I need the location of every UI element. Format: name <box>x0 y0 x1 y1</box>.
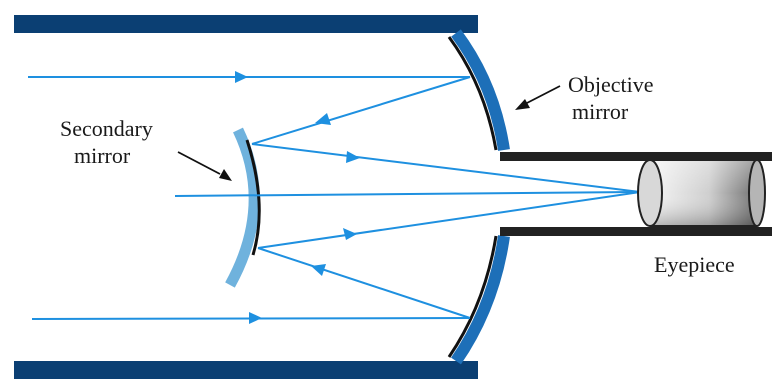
secondary-mirror-label-line2: mirror <box>74 143 131 168</box>
arrowhead-to-focus-top <box>346 151 360 163</box>
ray-incoming-middle <box>174 191 641 197</box>
objective-mirror-label-line2: mirror <box>572 99 629 124</box>
eyepiece-shading <box>650 160 757 226</box>
secondary-mirror-label-line1: Secondary <box>60 116 153 141</box>
ray-to-focus-top <box>251 143 641 193</box>
ray-reflected-top <box>251 76 471 145</box>
objective-mirror-pointer <box>524 85 561 105</box>
eyepiece-tube-top-rail <box>500 152 772 161</box>
secondary-mirror-pointer-head <box>219 169 232 181</box>
objective-mirror <box>447 29 510 365</box>
arrowhead-reflected-bottom <box>311 264 326 276</box>
objective-mirror-upper-blue <box>451 29 510 151</box>
arrowhead-to-focus-bottom <box>343 228 357 240</box>
ray-arrowheads <box>235 71 360 324</box>
secondary-mirror-pointer <box>177 151 221 175</box>
eyepiece-near-lens <box>637 159 663 227</box>
arrowhead-incoming-top <box>235 71 248 83</box>
secondary-mirror <box>225 127 261 288</box>
ray-to-focus-bottom <box>257 191 641 249</box>
light-rays <box>28 76 641 320</box>
eyepiece <box>637 159 766 227</box>
eyepiece-label: Eyepiece <box>654 252 735 277</box>
tube-top-wall <box>14 15 478 33</box>
secondary-mirror-body <box>225 127 260 288</box>
objective-mirror-lower-blue <box>451 235 510 365</box>
tube-bottom-wall <box>14 361 478 379</box>
label-pointers <box>177 85 561 181</box>
objective-mirror-pointer-head <box>515 99 530 110</box>
arrowhead-reflected-top <box>315 113 331 125</box>
arrowhead-incoming-bottom <box>249 312 262 324</box>
eyepiece-tube-bottom-rail <box>500 227 772 236</box>
objective-mirror-label-line1: Objective <box>568 72 654 97</box>
ray-reflected-bottom <box>257 247 471 319</box>
objective-mirror-upper-edge <box>447 36 498 151</box>
secondary-mirror-edge <box>245 139 261 256</box>
objective-mirror-lower-edge <box>447 235 498 358</box>
eyepiece-far-end <box>748 159 766 227</box>
